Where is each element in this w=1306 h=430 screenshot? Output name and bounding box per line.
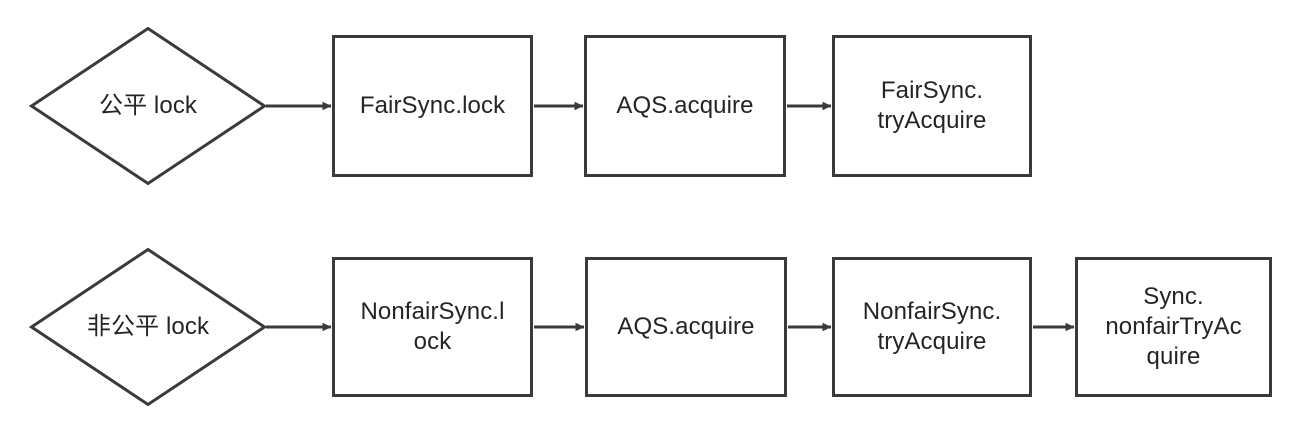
node-label-fairsync-tryacquire[interactable]: FairSync. tryAcquire xyxy=(877,77,987,134)
node-shape-sync-nonfairtryacquire[interactable] xyxy=(1075,257,1272,397)
node-label-nonfairsync-tryacquire[interactable]: NonfairSync. tryAcquire xyxy=(862,298,1002,355)
node-shape-fairsync-tryacquire[interactable] xyxy=(832,35,1032,177)
node-shape-aqs-acquire-fair[interactable] xyxy=(584,35,786,177)
node-label-aqs-acquire-nonfair[interactable]: AQS.acquire xyxy=(617,313,755,340)
node-label-nonfairsync-lock[interactable]: NonfairSync.l ock xyxy=(360,298,505,355)
node-label-sync-nonfairtryacquire[interactable]: Sync. nonfairTryAc quire xyxy=(1105,283,1242,370)
node-shape-fair-start[interactable] xyxy=(28,26,268,186)
node-label-nonfair-start[interactable]: 非公平 lock xyxy=(86,313,210,340)
node-shape-nonfair-start[interactable] xyxy=(28,247,268,407)
node-shape-nonfairsync-tryacquire[interactable] xyxy=(832,257,1032,397)
node-label-fair-start[interactable]: 公平 lock xyxy=(98,92,198,119)
node-shape-nonfairsync-lock[interactable] xyxy=(332,257,533,397)
node-shape-aqs-acquire-nonfair[interactable] xyxy=(585,257,787,397)
node-shape-fairsync-lock[interactable] xyxy=(332,35,533,177)
node-label-aqs-acquire-fair[interactable]: AQS.acquire xyxy=(616,92,754,119)
node-label-fairsync-lock[interactable]: FairSync.lock xyxy=(359,92,506,119)
